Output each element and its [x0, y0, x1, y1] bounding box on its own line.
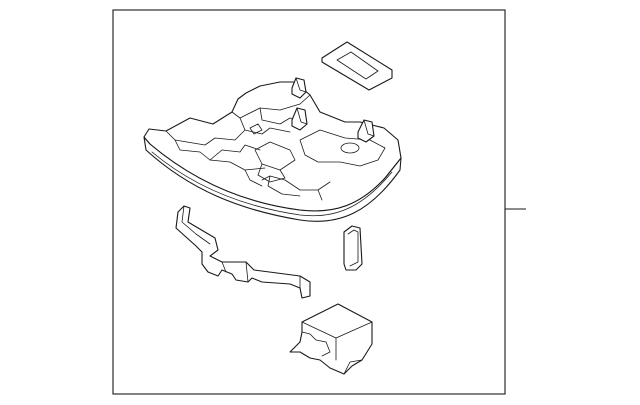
diagram-frame	[112, 9, 506, 395]
switch-clip	[343, 225, 363, 271]
wiring-connector-module	[289, 303, 373, 375]
lens-cover	[321, 41, 393, 91]
overhead-console-housing	[143, 77, 402, 222]
mounting-bracket	[175, 205, 311, 299]
